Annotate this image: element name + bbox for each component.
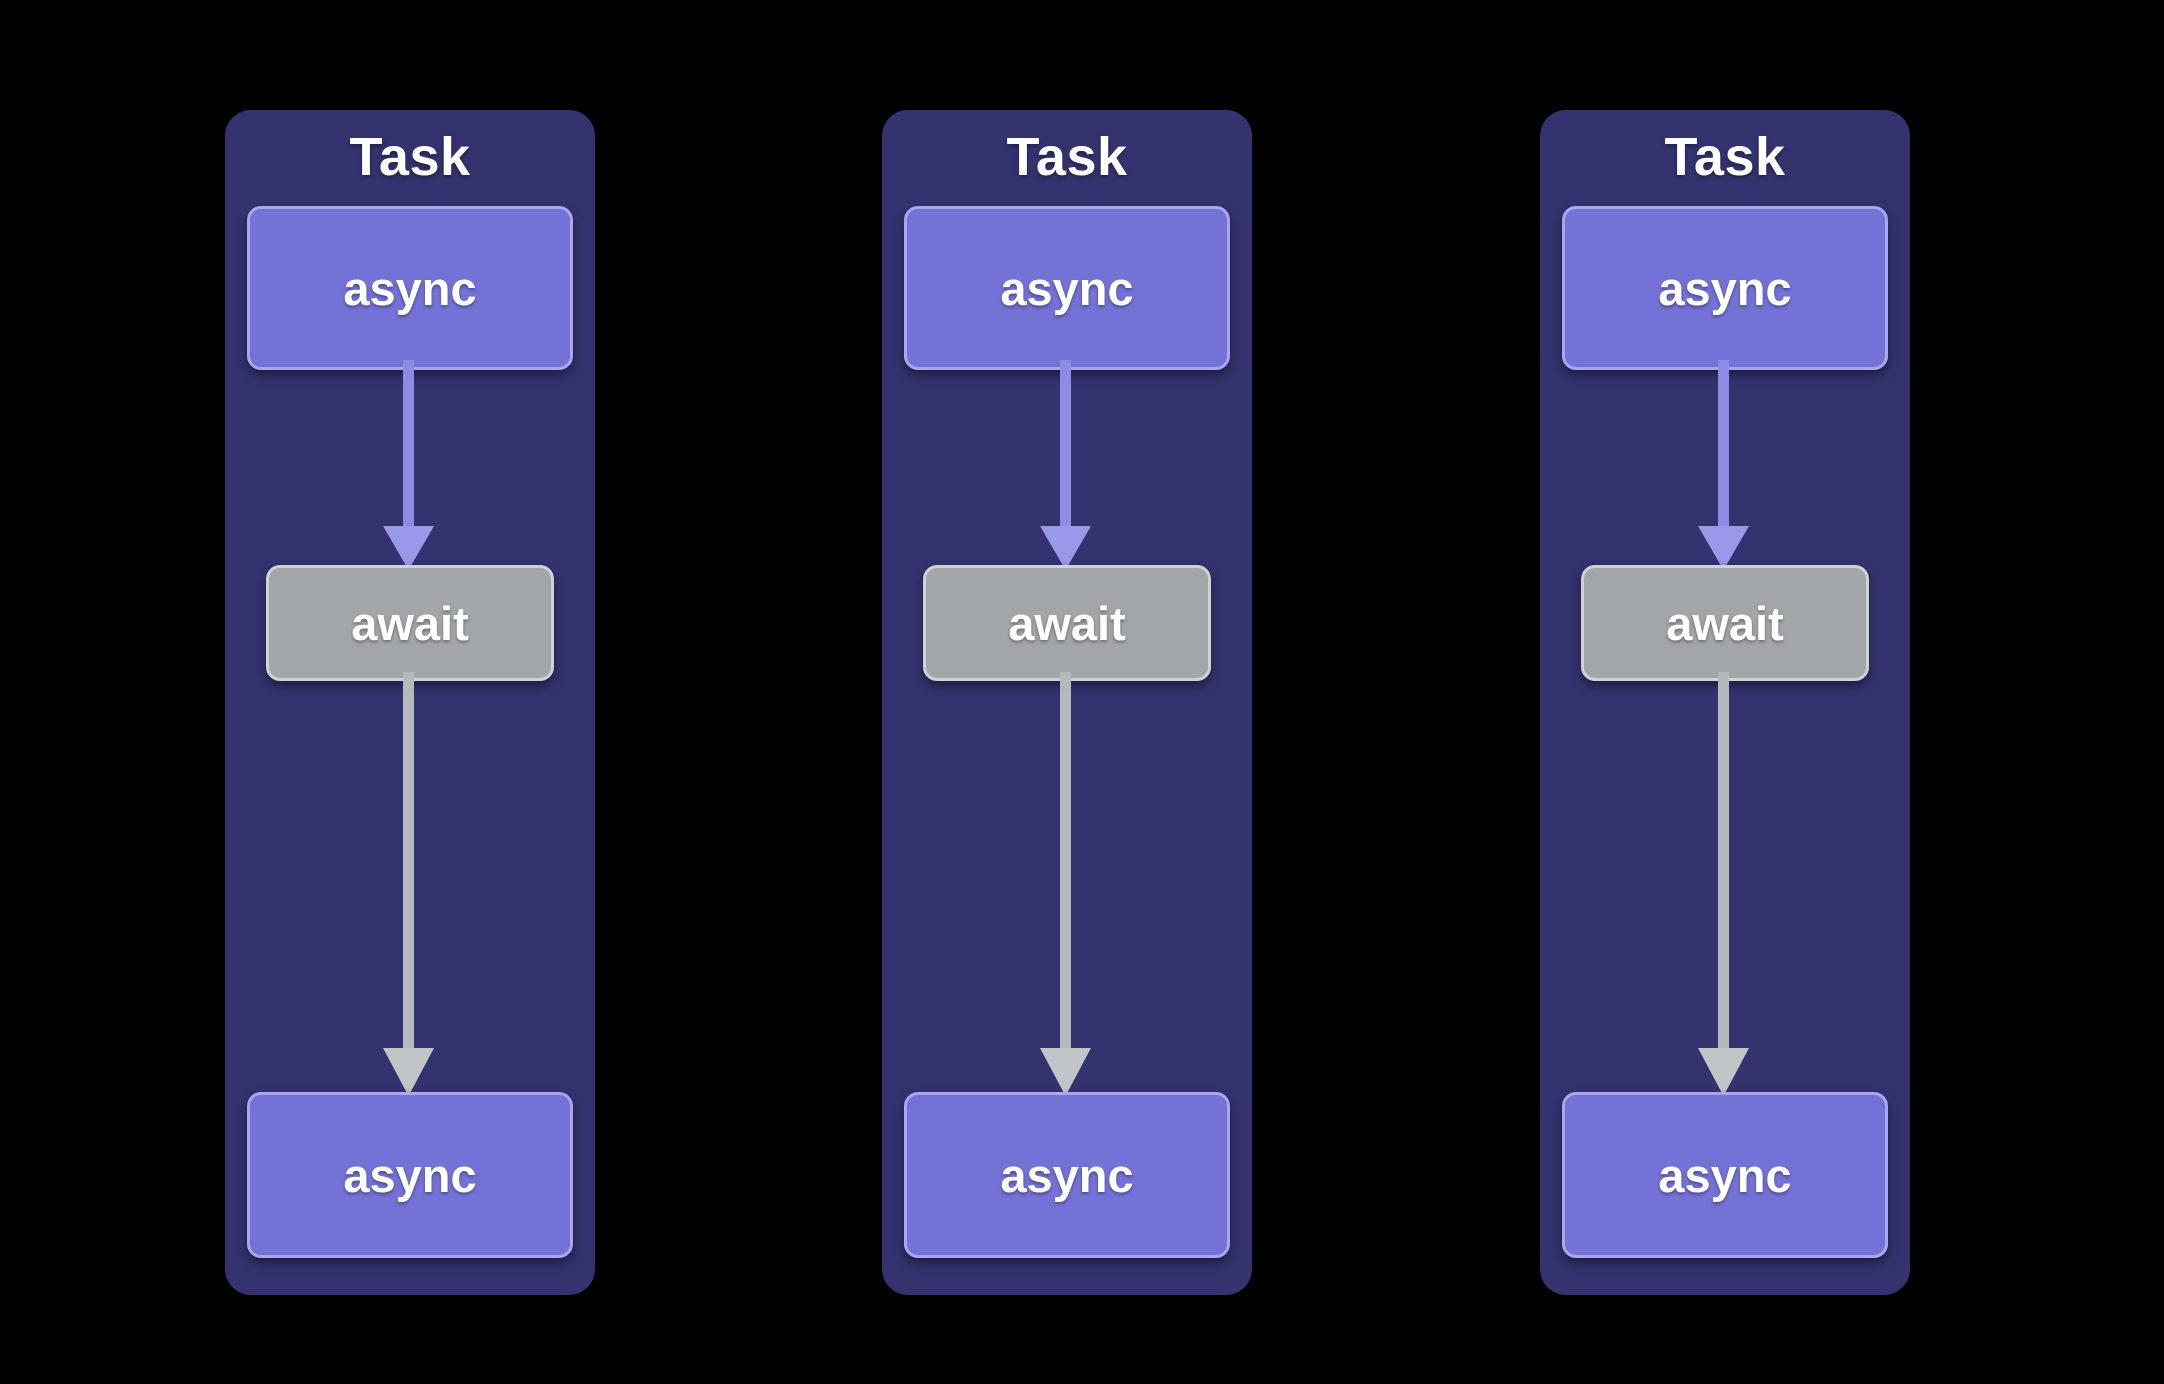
arrow-async-to-await-1: [225, 360, 595, 572]
task-container-3[interactable]: Task async await: [1540, 110, 1910, 1295]
gray-arrow-icon: [1698, 672, 1749, 1096]
await-node-1[interactable]: await: [266, 565, 554, 681]
purple-arrow-icon: [383, 360, 434, 570]
await-node-2[interactable]: await: [923, 565, 1211, 681]
arrow-async-to-await-3: [1540, 360, 1910, 572]
arrow-await-to-async-3: [1540, 672, 1910, 1100]
task-container-1[interactable]: Task async await: [225, 110, 595, 1295]
async-node-top-3[interactable]: async: [1562, 206, 1888, 370]
task-title-1: Task: [349, 127, 471, 187]
async-node-bottom-1[interactable]: async: [247, 1092, 573, 1258]
task-title-3: Task: [1664, 127, 1786, 187]
gray-arrow-icon: [383, 672, 434, 1096]
purple-arrow-icon: [1040, 360, 1091, 570]
arrow-async-to-await-2: [882, 360, 1252, 572]
async-node-bottom-3[interactable]: async: [1562, 1092, 1888, 1258]
task-title-2: Task: [1006, 127, 1128, 187]
task-container-2[interactable]: Task async await: [882, 110, 1252, 1295]
gray-arrow-icon: [1040, 672, 1091, 1096]
arrow-await-to-async-2: [882, 672, 1252, 1100]
arrow-await-to-async-1: [225, 672, 595, 1100]
async-node-bottom-2[interactable]: async: [904, 1092, 1230, 1258]
async-node-top-2[interactable]: async: [904, 206, 1230, 370]
await-node-3[interactable]: await: [1581, 565, 1869, 681]
purple-arrow-icon: [1698, 360, 1749, 570]
async-node-top-1[interactable]: async: [247, 206, 573, 370]
